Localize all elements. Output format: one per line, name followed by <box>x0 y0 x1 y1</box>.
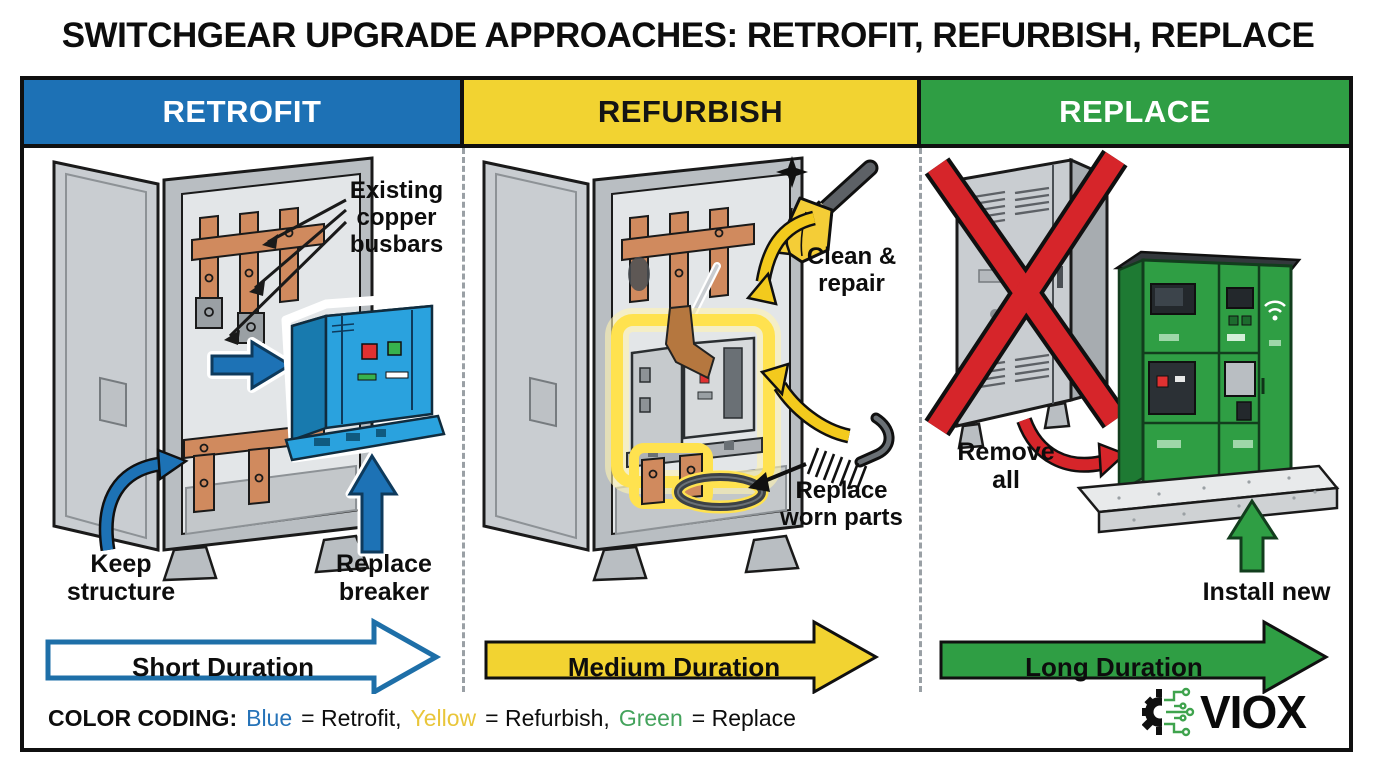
column-divider-2 <box>919 148 922 692</box>
remove-all-label: Remove all <box>957 438 1055 494</box>
replace-breaker-arrow-icon <box>345 451 401 557</box>
header-row: RETROFIT REFURBISH REPLACE <box>24 80 1349 148</box>
gasket-ring <box>671 470 769 514</box>
legend-green-name: Green <box>618 705 683 731</box>
legend-yellow-equals: = Refurbish, <box>485 705 610 731</box>
replace-breaker-label: Replace breaker <box>336 550 432 606</box>
legend-blue-name: Blue <box>246 705 293 731</box>
clean-repair-arrow-icon <box>745 210 817 306</box>
header-replace: REPLACE <box>921 80 1349 144</box>
glowing-breaker-assembly <box>605 304 781 494</box>
keep-structure-arrow-icon <box>98 448 189 552</box>
install-new-arrow-icon <box>1226 498 1279 573</box>
legend-green-equals: = Replace <box>691 705 796 731</box>
color-coding-legend: COLOR CODING: Blue = Retrofit, Yellow = … <box>48 700 796 736</box>
new-breaker <box>281 291 447 463</box>
long-duration-arrow <box>939 619 1330 694</box>
new-switchgear <box>1112 250 1302 506</box>
legend-prefix: COLOR CODING: <box>48 705 238 731</box>
gear-circuit-icon <box>1142 685 1196 739</box>
retrofit-illustration <box>45 156 447 694</box>
legend-blue-equals: = Retrofit, <box>301 705 402 731</box>
busbar-pointer-lines <box>224 198 348 345</box>
medium-duration-label: Medium Duration <box>567 652 781 682</box>
wifi-icon <box>1264 300 1286 321</box>
gasket-pointer-line <box>748 462 807 492</box>
refurbish-illustration <box>482 156 895 694</box>
medium-duration-arrow <box>484 619 880 694</box>
diagram-frame: RETROFIT REFURBISH REPLACE <box>20 76 1353 752</box>
red-x-icon <box>924 149 1128 437</box>
short-duration-arrow <box>45 617 442 694</box>
concrete-pad <box>1076 464 1340 534</box>
replace-worn-parts-label: Replace worn parts <box>780 477 903 531</box>
busbars-label: Existing copper busbars <box>349 177 444 258</box>
install-new-label: Install new <box>1202 578 1331 606</box>
retrofit-arrow-icon <box>207 337 295 393</box>
long-duration-label: Long Duration <box>1025 652 1203 682</box>
replace-worn-arrow-icon <box>759 362 851 444</box>
logo-text: VIOX <box>1200 686 1307 738</box>
broom-icon <box>769 156 879 264</box>
legend-yellow-name: Yellow <box>410 705 477 731</box>
keep-structure-label: Keep structure <box>66 550 176 606</box>
short-duration-label: Short Duration <box>132 652 314 682</box>
column-divider-1 <box>462 148 465 692</box>
cabinet-door <box>52 160 160 552</box>
page-title: SWITCHGEAR UPGRADE APPROACHES: RETROFIT,… <box>61 16 1315 55</box>
header-refurbish: REFURBISH <box>464 80 921 144</box>
viox-logo: VIOX <box>1142 682 1307 742</box>
brush-icon <box>806 412 895 493</box>
replace-illustration <box>924 149 1340 694</box>
cabinet-door <box>482 160 590 552</box>
header-retrofit: RETROFIT <box>24 80 464 144</box>
clean-repair-label: Clean & repair <box>806 243 897 297</box>
